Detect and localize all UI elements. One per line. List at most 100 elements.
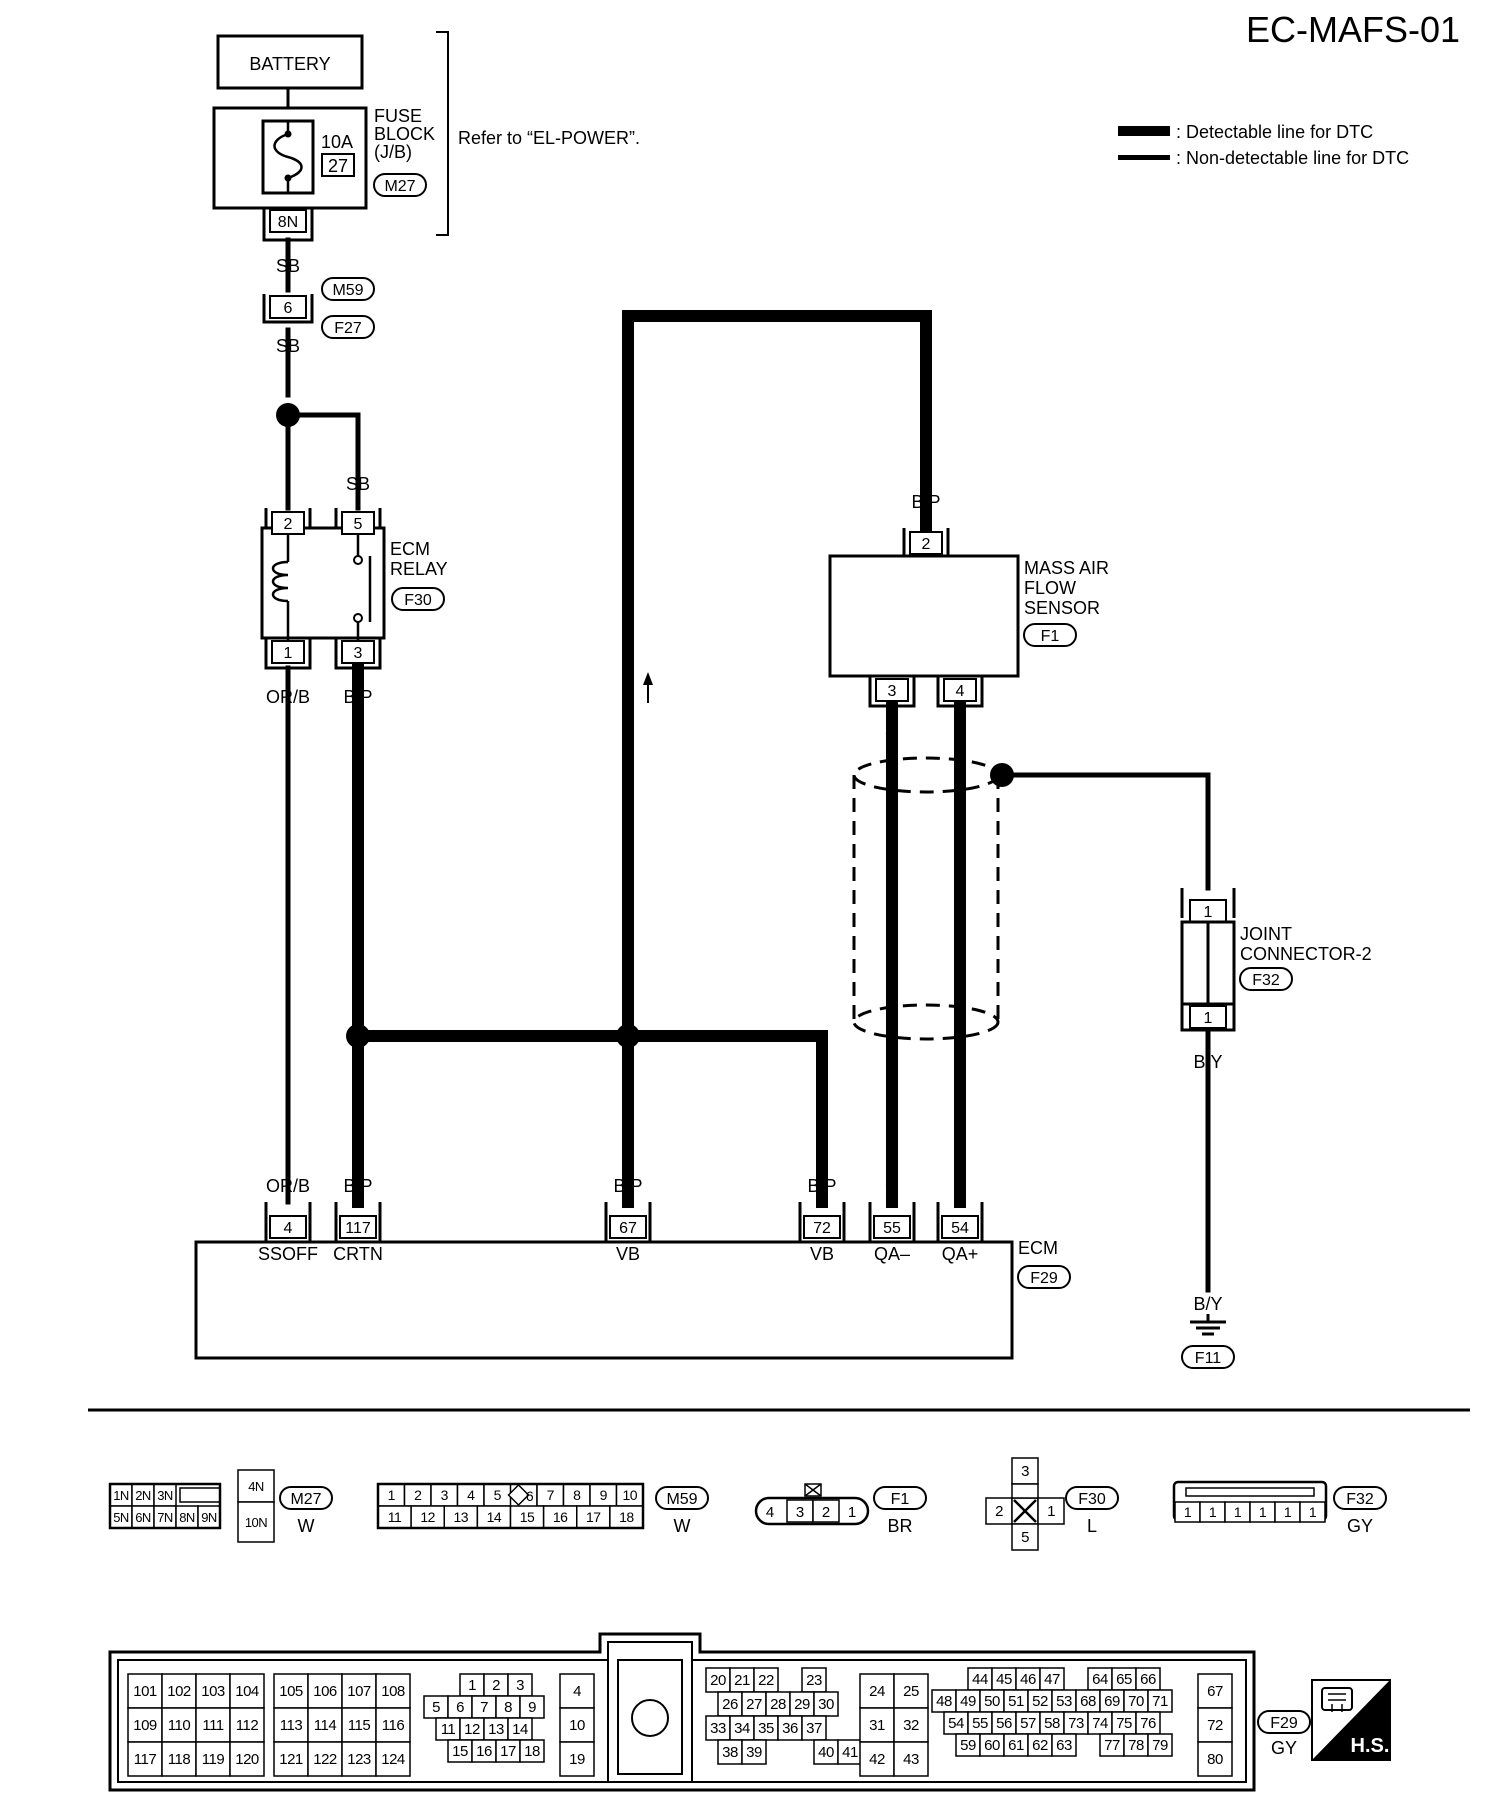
ecm-pin-72: 72	[813, 1220, 831, 1237]
fuse-block-note: Refer to “EL-POWER”.	[458, 128, 640, 148]
f29-pin-15: 15	[452, 1743, 468, 1760]
m59-pin-3: 3	[441, 1487, 449, 1503]
f29-pin-66: 66	[1140, 1671, 1156, 1688]
m59-pin-10: 10	[622, 1487, 637, 1503]
relay-pin-5: 5	[354, 516, 363, 533]
ecm: ECM F29 OR/B4SSOFFB/P117CRTNB/P67VBB/P72…	[194, 1176, 1071, 1360]
f29-pin-78: 78	[1128, 1737, 1144, 1754]
joint-pin-top: 1	[1204, 904, 1213, 921]
f29-pin-30: 30	[818, 1696, 834, 1713]
inline-connector-pin: 6	[284, 300, 293, 317]
m59-pin-16: 16	[553, 1509, 568, 1525]
f29-pin-101: 101	[133, 1683, 157, 1700]
m27-id: M27	[290, 1491, 321, 1508]
f29-pin-59: 59	[960, 1737, 976, 1754]
m59-pin-7: 7	[547, 1487, 555, 1503]
f29-pin-124: 124	[381, 1751, 405, 1768]
ecm-terminal-name-5: QA+	[942, 1244, 979, 1264]
wires	[285, 237, 1211, 1293]
m59-id: M59	[666, 1491, 697, 1508]
f29-pin-20: 20	[710, 1672, 726, 1689]
f29-pin-54: 54	[948, 1715, 964, 1732]
m59-color: W	[674, 1516, 691, 1536]
maf-label-3: SENSOR	[1024, 598, 1100, 618]
m59-pin-11: 11	[388, 1509, 402, 1525]
hs-badge-icon	[1312, 1680, 1390, 1760]
maf-connector: F1	[1041, 628, 1060, 645]
ground-connector: F11	[1195, 1350, 1221, 1367]
f29-pin-65: 65	[1116, 1671, 1132, 1688]
f29-pin-117: 117	[134, 1751, 157, 1768]
f29-pin-18: 18	[524, 1743, 540, 1760]
joint-connector: 1 1 JOINT CONNECTOR-2 F32 B/Y	[1180, 888, 1372, 1072]
f29-pin-22: 22	[758, 1672, 774, 1689]
f29-pin-108: 108	[381, 1683, 405, 1700]
m27-pin-7N: 7N	[157, 1510, 173, 1525]
f29-pin-111: 111	[202, 1717, 223, 1734]
f29-pin-80: 80	[1207, 1751, 1223, 1768]
m27-pin-2N: 2N	[135, 1488, 151, 1503]
fuse-block-terminal: 8N	[278, 214, 298, 231]
f29-pin-45: 45	[996, 1671, 1012, 1688]
f30-color: L	[1087, 1516, 1097, 1536]
f29-pin-29: 29	[794, 1696, 810, 1713]
f1-pin-4: 4	[766, 1504, 774, 1521]
f29-pin-113: 113	[280, 1717, 303, 1734]
fuse-icon	[273, 121, 303, 193]
f29-pin-74: 74	[1092, 1715, 1108, 1732]
f29-pin-55: 55	[972, 1715, 988, 1732]
f29-pin-62: 62	[1032, 1737, 1048, 1754]
ecm-pin-67: 67	[619, 1220, 637, 1237]
inline-connector: SB 6 M59 F27 SB	[262, 256, 375, 356]
battery-label: BATTERY	[249, 54, 330, 74]
f29-pin-118: 118	[168, 1751, 191, 1768]
f29-pin-2: 2	[492, 1677, 500, 1694]
m59-pin-5: 5	[494, 1487, 502, 1503]
f29-pin-34: 34	[734, 1720, 750, 1737]
ecm-terminal-name-4: QA–	[874, 1244, 910, 1264]
wire-color-sb-2: SB	[276, 336, 300, 356]
f29-pin-77: 77	[1104, 1737, 1120, 1754]
battery: BATTERY	[216, 34, 364, 108]
f29-id: F29	[1270, 1715, 1298, 1732]
relay-connector: F30	[404, 592, 432, 609]
maf-pin-3: 3	[888, 683, 897, 700]
m27-pin-4N: 4N	[248, 1479, 264, 1494]
f29-pin-32: 32	[903, 1717, 919, 1734]
ecm-label: ECM	[1018, 1238, 1058, 1258]
f29-pin-56: 56	[996, 1715, 1012, 1732]
m59-pin-4: 4	[467, 1487, 475, 1503]
shield	[852, 756, 1000, 1041]
f29-pin-40: 40	[818, 1744, 834, 1761]
legend-detectable: : Detectable line for DTC	[1176, 122, 1373, 142]
relay-wire-in: SB	[346, 474, 370, 494]
f1-pin-1: 1	[848, 1504, 856, 1521]
f32-pin-5: 1	[1309, 1504, 1317, 1520]
f1-id: F1	[891, 1491, 910, 1508]
f1-pin-2: 2	[822, 1504, 830, 1521]
f29-pin-107: 107	[347, 1683, 371, 1700]
ecm-wire-5: R	[954, 1176, 967, 1196]
f29-pin-8: 8	[504, 1699, 512, 1716]
m27-pin-10N: 10N	[245, 1515, 267, 1530]
relay-wire-out-1: OR/B	[266, 687, 310, 707]
m59-pin-18: 18	[619, 1509, 634, 1525]
joint-label-2: CONNECTOR-2	[1240, 944, 1372, 964]
ecm-wire-2: B/P	[613, 1176, 642, 1196]
f32-pin-2: 1	[1234, 1504, 1242, 1520]
ecm-wire-3: B/P	[807, 1176, 836, 1196]
f29-pin-19: 19	[569, 1751, 585, 1768]
f29-pin-109: 109	[133, 1717, 157, 1734]
f29-pin-110: 110	[168, 1717, 191, 1734]
fuse-block-connector: M27	[384, 178, 415, 195]
m27-pin-5N: 5N	[113, 1510, 129, 1525]
f29-pin-114: 114	[314, 1717, 337, 1734]
f29-pin-51: 51	[1008, 1693, 1024, 1710]
f30-key-icon	[1013, 1499, 1037, 1523]
maf-pin-2: 2	[922, 536, 931, 553]
maf-wire-r: R	[954, 724, 967, 744]
f29-pin-75: 75	[1116, 1715, 1132, 1732]
ground: B/Y F11	[1181, 1294, 1235, 1369]
